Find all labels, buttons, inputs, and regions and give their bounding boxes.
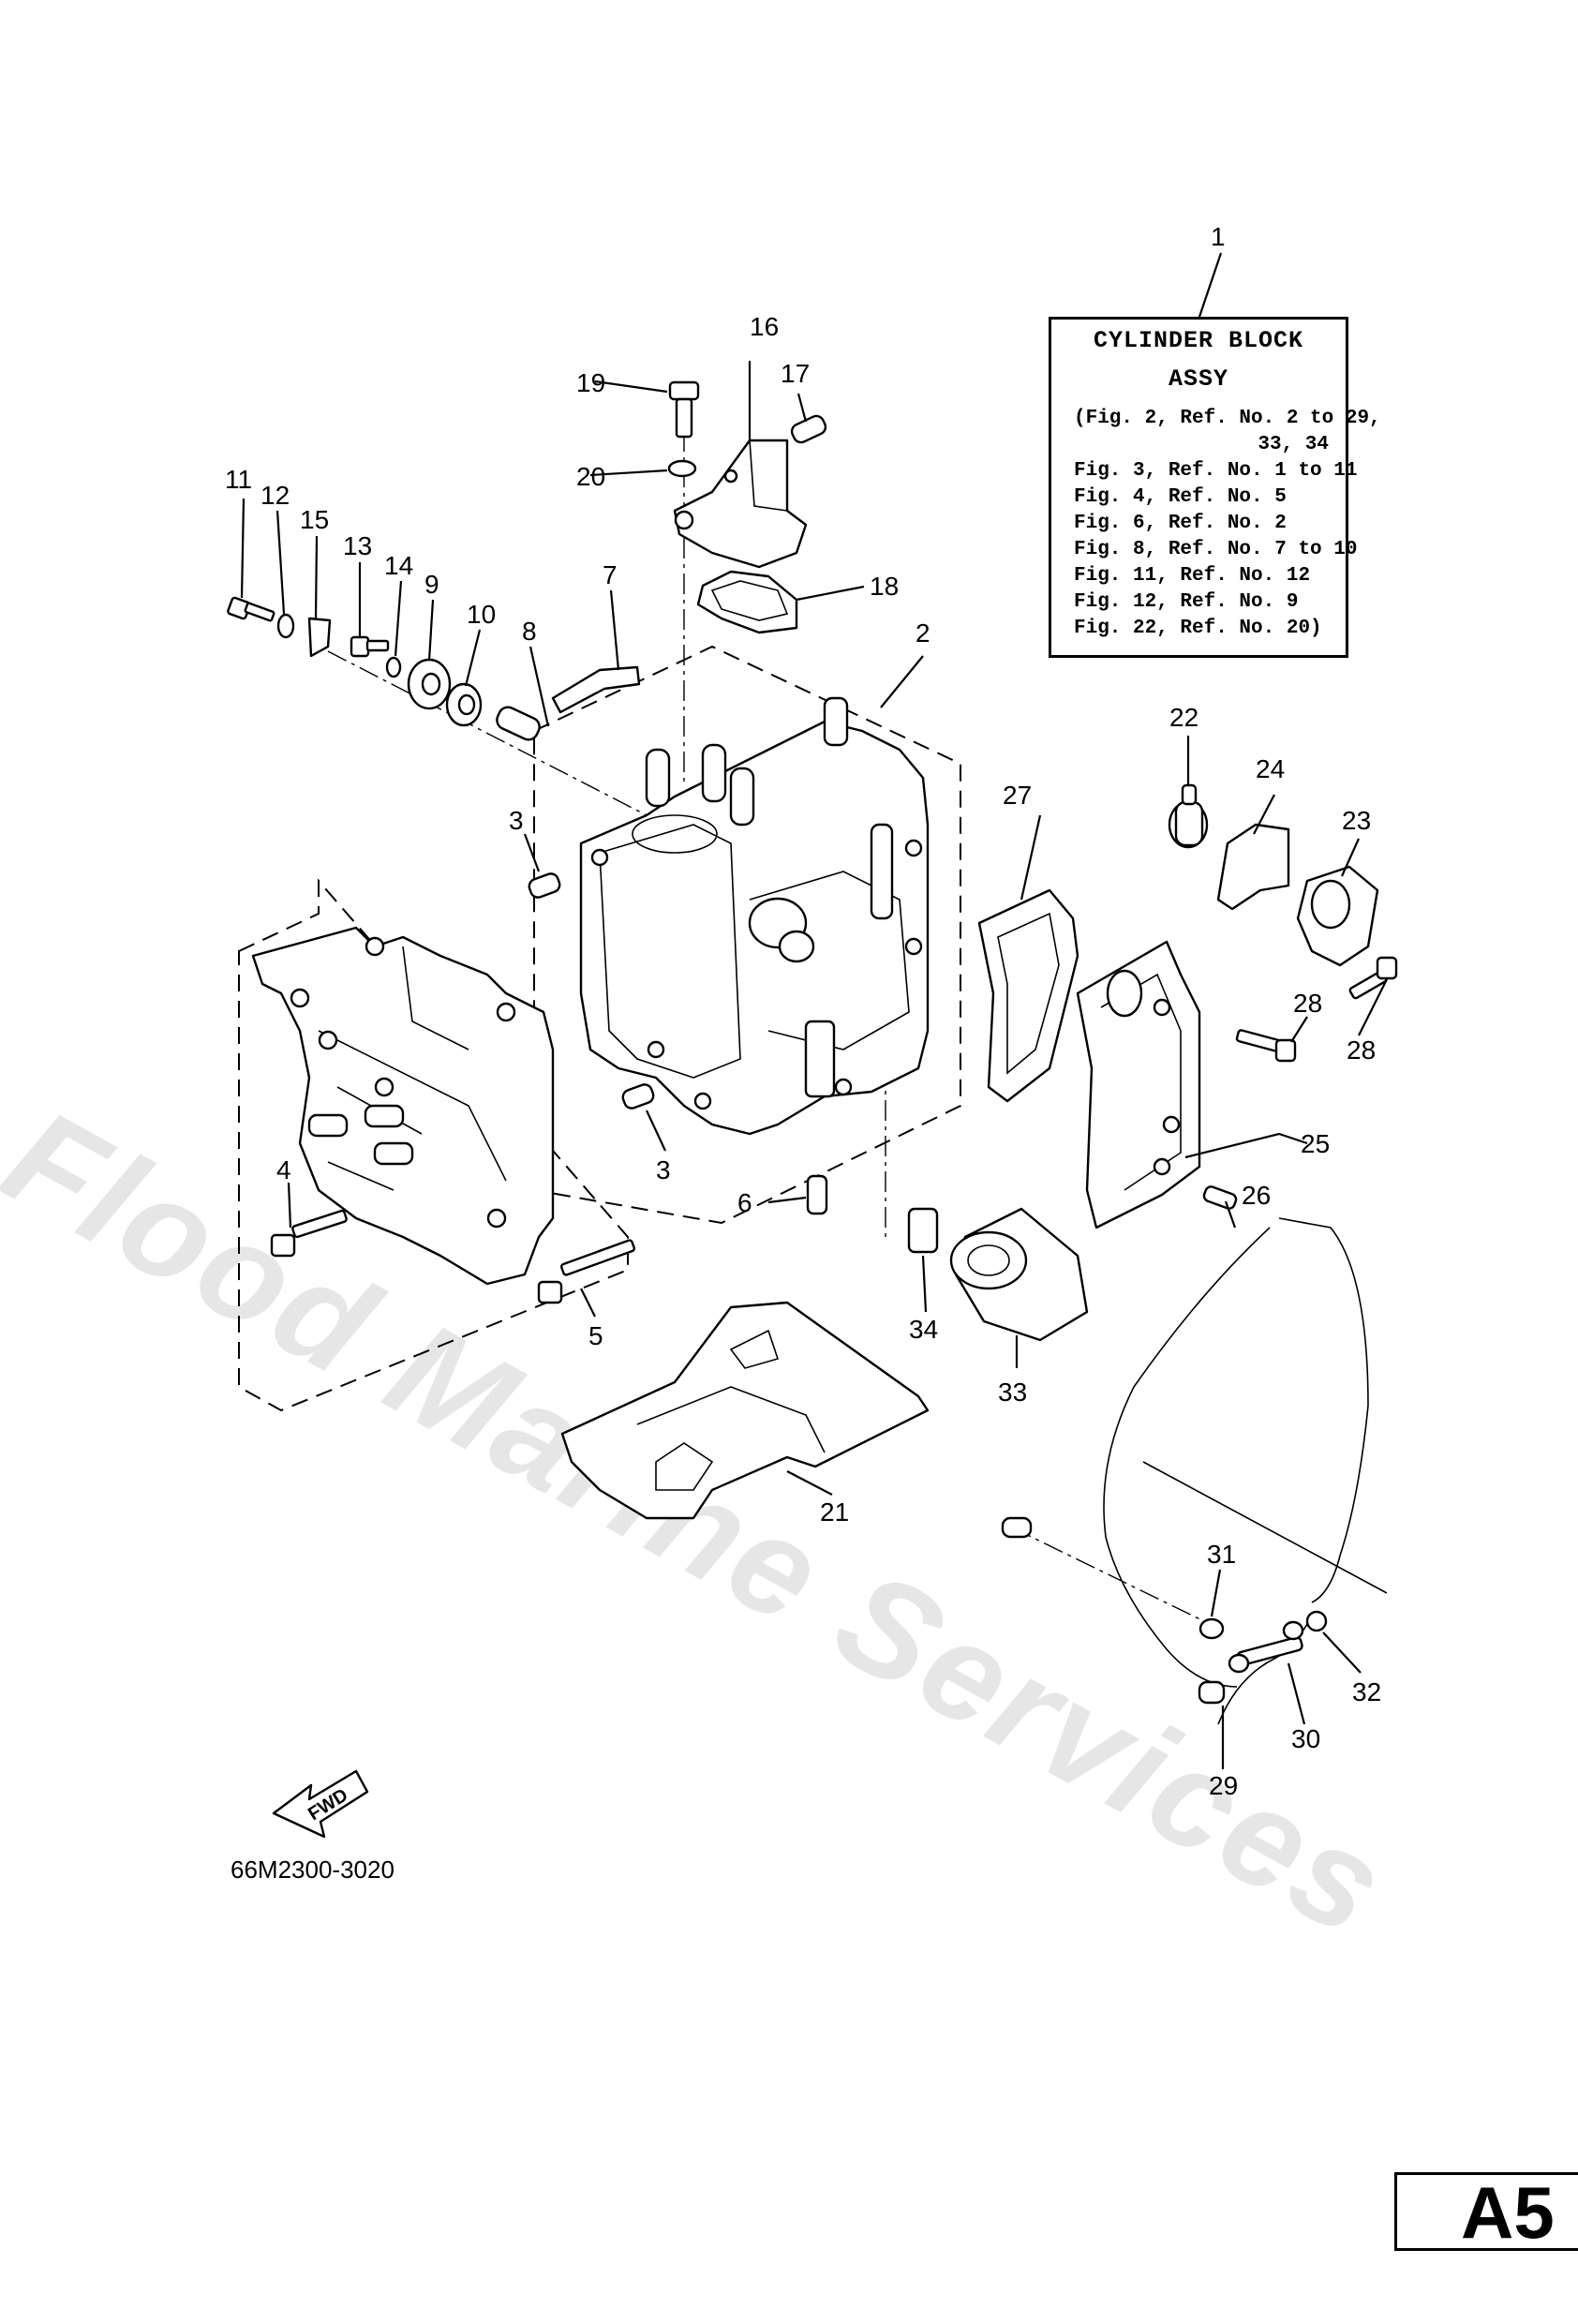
bolt-19 xyxy=(668,380,700,439)
callout-25: 25 xyxy=(1301,1129,1330,1158)
page-code: A5 xyxy=(1394,2172,1578,2251)
callout-3a: 3 xyxy=(509,806,524,835)
o-ring-14 xyxy=(385,656,402,678)
callout-30: 30 xyxy=(1291,1724,1320,1753)
bolt-4 xyxy=(270,1209,348,1258)
cylinder-block xyxy=(579,696,930,1136)
callout-29: 29 xyxy=(1209,1771,1238,1800)
bracket-15 xyxy=(307,617,332,658)
hose-end-29 xyxy=(1001,1516,1033,1539)
callout-16: 16 xyxy=(750,312,779,341)
info-box-title: CYLINDER BLOCK xyxy=(1093,327,1304,354)
callout-21: 21 xyxy=(820,1497,849,1527)
bolt-5 xyxy=(537,1239,635,1304)
washer-20 xyxy=(667,459,697,478)
callout-28a: 28 xyxy=(1293,989,1322,1018)
hose-29 xyxy=(1278,1217,1369,1603)
info-line: Fig. 22, Ref. No. 20) xyxy=(1074,618,1322,639)
screw-13 xyxy=(350,635,390,658)
clip-31 xyxy=(1198,1617,1225,1640)
nipple-26 xyxy=(1202,1185,1238,1210)
info-line: Fig. 3, Ref. No. 1 to 11 xyxy=(1074,460,1358,482)
callout-23: 23 xyxy=(1342,806,1371,835)
exhaust-cover-25 xyxy=(1076,940,1201,1229)
callout-18: 18 xyxy=(870,572,899,601)
plug-17 xyxy=(790,414,827,444)
fwd-arrow-icon: FWD xyxy=(272,1769,369,1839)
callout-6: 6 xyxy=(737,1188,752,1217)
callout-9: 9 xyxy=(424,570,439,599)
info-box-subtitle: ASSY xyxy=(1168,365,1228,393)
info-line: (Fig. 2, Ref. No. 2 to 29, xyxy=(1074,408,1381,429)
info-box: CYLINDER BLOCK ASSY (Fig. 2, Ref. No. 2 … xyxy=(1049,317,1381,658)
gasket-24 xyxy=(1216,823,1290,911)
callout-10: 10 xyxy=(467,600,496,629)
pipe-30 xyxy=(1228,1620,1304,1674)
callout-26: 26 xyxy=(1242,1181,1271,1210)
dowel-3-lower xyxy=(621,1083,655,1110)
dowel-3-upper xyxy=(528,872,561,899)
info-line: Fig. 11, Ref. No. 12 xyxy=(1074,565,1311,587)
oil-filter-33 xyxy=(949,1207,1089,1342)
washer-12 xyxy=(276,613,295,639)
callouts: 1 2 3 3 4 5 6 7 8 9 10 11 12 13 14 15 16… xyxy=(225,222,1381,1800)
callout-27: 27 xyxy=(1003,781,1032,810)
callout-13: 13 xyxy=(343,531,372,560)
bushing-9 xyxy=(407,658,452,710)
callout-2: 2 xyxy=(916,618,930,648)
callout-3b: 3 xyxy=(656,1155,671,1184)
hose-7 xyxy=(551,665,641,714)
callout-22: 22 xyxy=(1169,703,1198,732)
callout-32: 32 xyxy=(1352,1677,1381,1706)
callout-5: 5 xyxy=(588,1321,603,1350)
callout-28b: 28 xyxy=(1347,1035,1376,1065)
collar-8 xyxy=(496,706,541,741)
gasket-27 xyxy=(977,888,1079,1103)
callout-12: 12 xyxy=(261,481,290,510)
leader-lines xyxy=(240,252,1388,1769)
callout-4: 4 xyxy=(276,1155,291,1184)
catalog-code: 66M2300-3020 xyxy=(231,1855,394,1884)
info-line: Fig. 4, Ref. No. 5 xyxy=(1074,486,1287,508)
callout-17: 17 xyxy=(781,359,810,388)
callout-20: 20 xyxy=(576,462,605,491)
bolt-28a xyxy=(1235,1029,1297,1063)
callout-33: 33 xyxy=(998,1378,1027,1407)
callout-24: 24 xyxy=(1256,754,1285,783)
bolt-28b xyxy=(1348,956,1398,1000)
info-line: 33, 34 xyxy=(1258,434,1329,455)
callout-34: 34 xyxy=(909,1315,938,1344)
callout-15: 15 xyxy=(300,505,329,534)
anode-22 xyxy=(1168,783,1209,849)
bolt-11 xyxy=(227,596,275,622)
callout-1: 1 xyxy=(1211,222,1226,251)
hose-end-lower xyxy=(1198,1680,1226,1705)
callout-7: 7 xyxy=(603,560,618,589)
clip-32 xyxy=(1305,1610,1328,1632)
centerline-shaft xyxy=(327,650,648,816)
centerline-pipe xyxy=(1011,1527,1214,1627)
seal-10 xyxy=(445,682,483,727)
water-cover xyxy=(673,439,808,569)
callout-19: 19 xyxy=(576,368,605,397)
callout-31: 31 xyxy=(1207,1540,1236,1569)
callout-8: 8 xyxy=(522,617,537,646)
stud-34 xyxy=(907,1207,939,1254)
callout-14: 14 xyxy=(384,551,413,580)
info-line: Fig. 12, Ref. No. 9 xyxy=(1074,591,1299,613)
callout-11: 11 xyxy=(225,465,252,494)
crankcase-cover xyxy=(251,926,555,1286)
pin-6 xyxy=(806,1174,828,1215)
thermostat-cover-23 xyxy=(1296,865,1379,967)
info-line: Fig. 8, Ref. No. 7 to 10 xyxy=(1074,539,1358,560)
gasket-21 xyxy=(560,1301,930,1520)
info-line: Fig. 6, Ref. No. 2 xyxy=(1074,513,1287,534)
